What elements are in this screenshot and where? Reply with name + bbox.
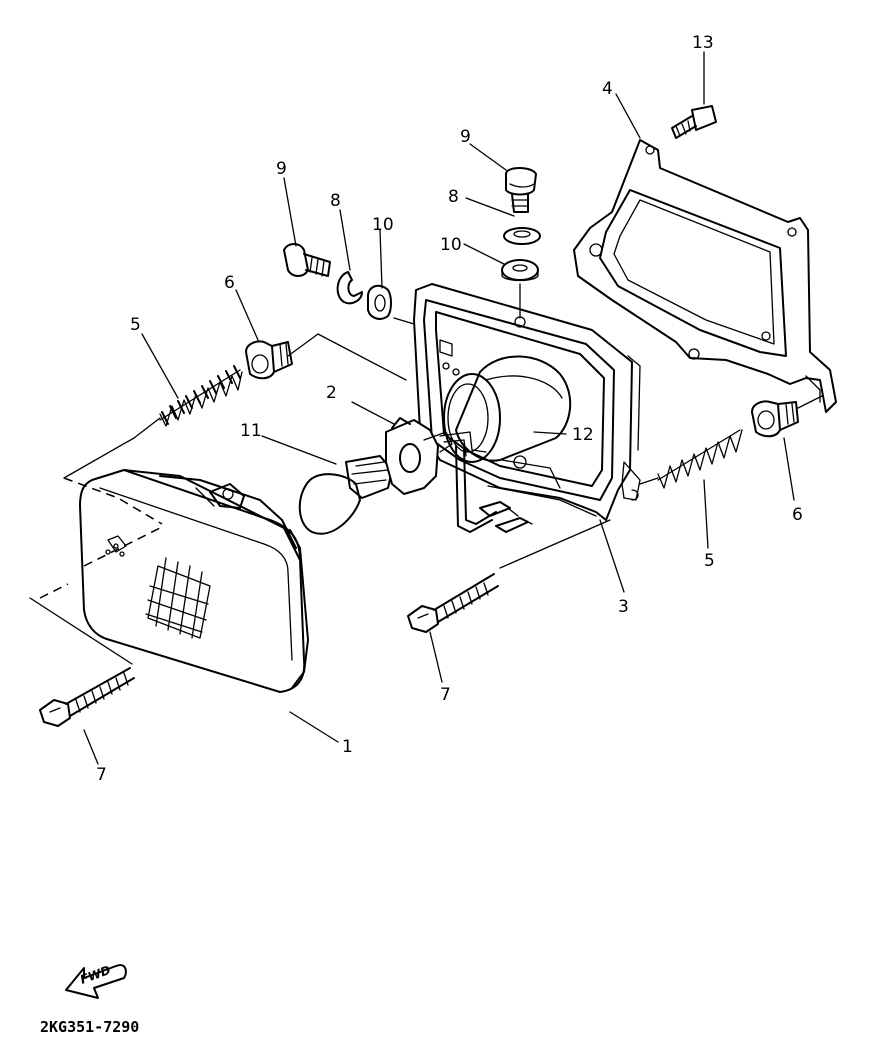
washer-center-part <box>503 227 541 245</box>
callout-7-center: 7 <box>440 685 451 705</box>
boot-part <box>443 355 572 463</box>
callout-12: 12 <box>572 425 594 445</box>
bulb-socket-part <box>385 417 453 495</box>
callout-2: 2 <box>326 383 337 403</box>
assembly-lines <box>29 283 823 665</box>
callout-numbers: 1 2 3 4 5 5 6 6 7 7 8 8 9 9 10 10 11 12 … <box>96 33 803 785</box>
bolt-center-part <box>505 167 537 213</box>
callout-9-center: 9 <box>460 127 471 147</box>
spring-left-part <box>159 365 243 427</box>
callout-10-left: 10 <box>372 215 394 235</box>
callout-7-left: 7 <box>96 765 107 785</box>
headlight-housing-part <box>413 283 641 521</box>
bracket-part <box>573 139 837 413</box>
bracket-bolt <box>671 105 717 139</box>
adjuster-left-part <box>245 340 293 380</box>
callout-10-center: 10 <box>440 235 462 255</box>
bulb-part <box>298 455 393 535</box>
screw-lower-left-part <box>39 667 135 727</box>
nut-left-part <box>367 284 392 320</box>
callout-1: 1 <box>342 737 353 757</box>
callout-5-left: 5 <box>130 315 141 335</box>
callout-4: 4 <box>602 79 613 99</box>
nut-center-part <box>501 259 539 282</box>
callout-6-right: 6 <box>792 505 803 525</box>
callout-6-left: 6 <box>224 273 235 293</box>
callout-11: 11 <box>240 421 262 441</box>
washer-left-part <box>336 271 363 305</box>
part-code: 2KG351-7290 <box>40 1018 139 1036</box>
bolt-left-part <box>283 243 331 277</box>
callout-13: 13 <box>692 33 714 53</box>
adjuster-right-part <box>751 400 799 438</box>
callout-8-left: 8 <box>330 191 341 211</box>
screw-center-part <box>407 573 499 633</box>
spring-right-part <box>657 429 743 489</box>
leader-lines <box>83 51 795 765</box>
fwd-arrow-icon: FWD <box>65 963 127 999</box>
callout-8-center: 8 <box>448 187 459 207</box>
headlight-unit-part <box>79 469 309 693</box>
callout-3: 3 <box>618 597 629 617</box>
bulb-wiring <box>439 431 533 533</box>
callout-9-left: 9 <box>276 159 287 179</box>
callout-5-right: 5 <box>704 551 715 571</box>
